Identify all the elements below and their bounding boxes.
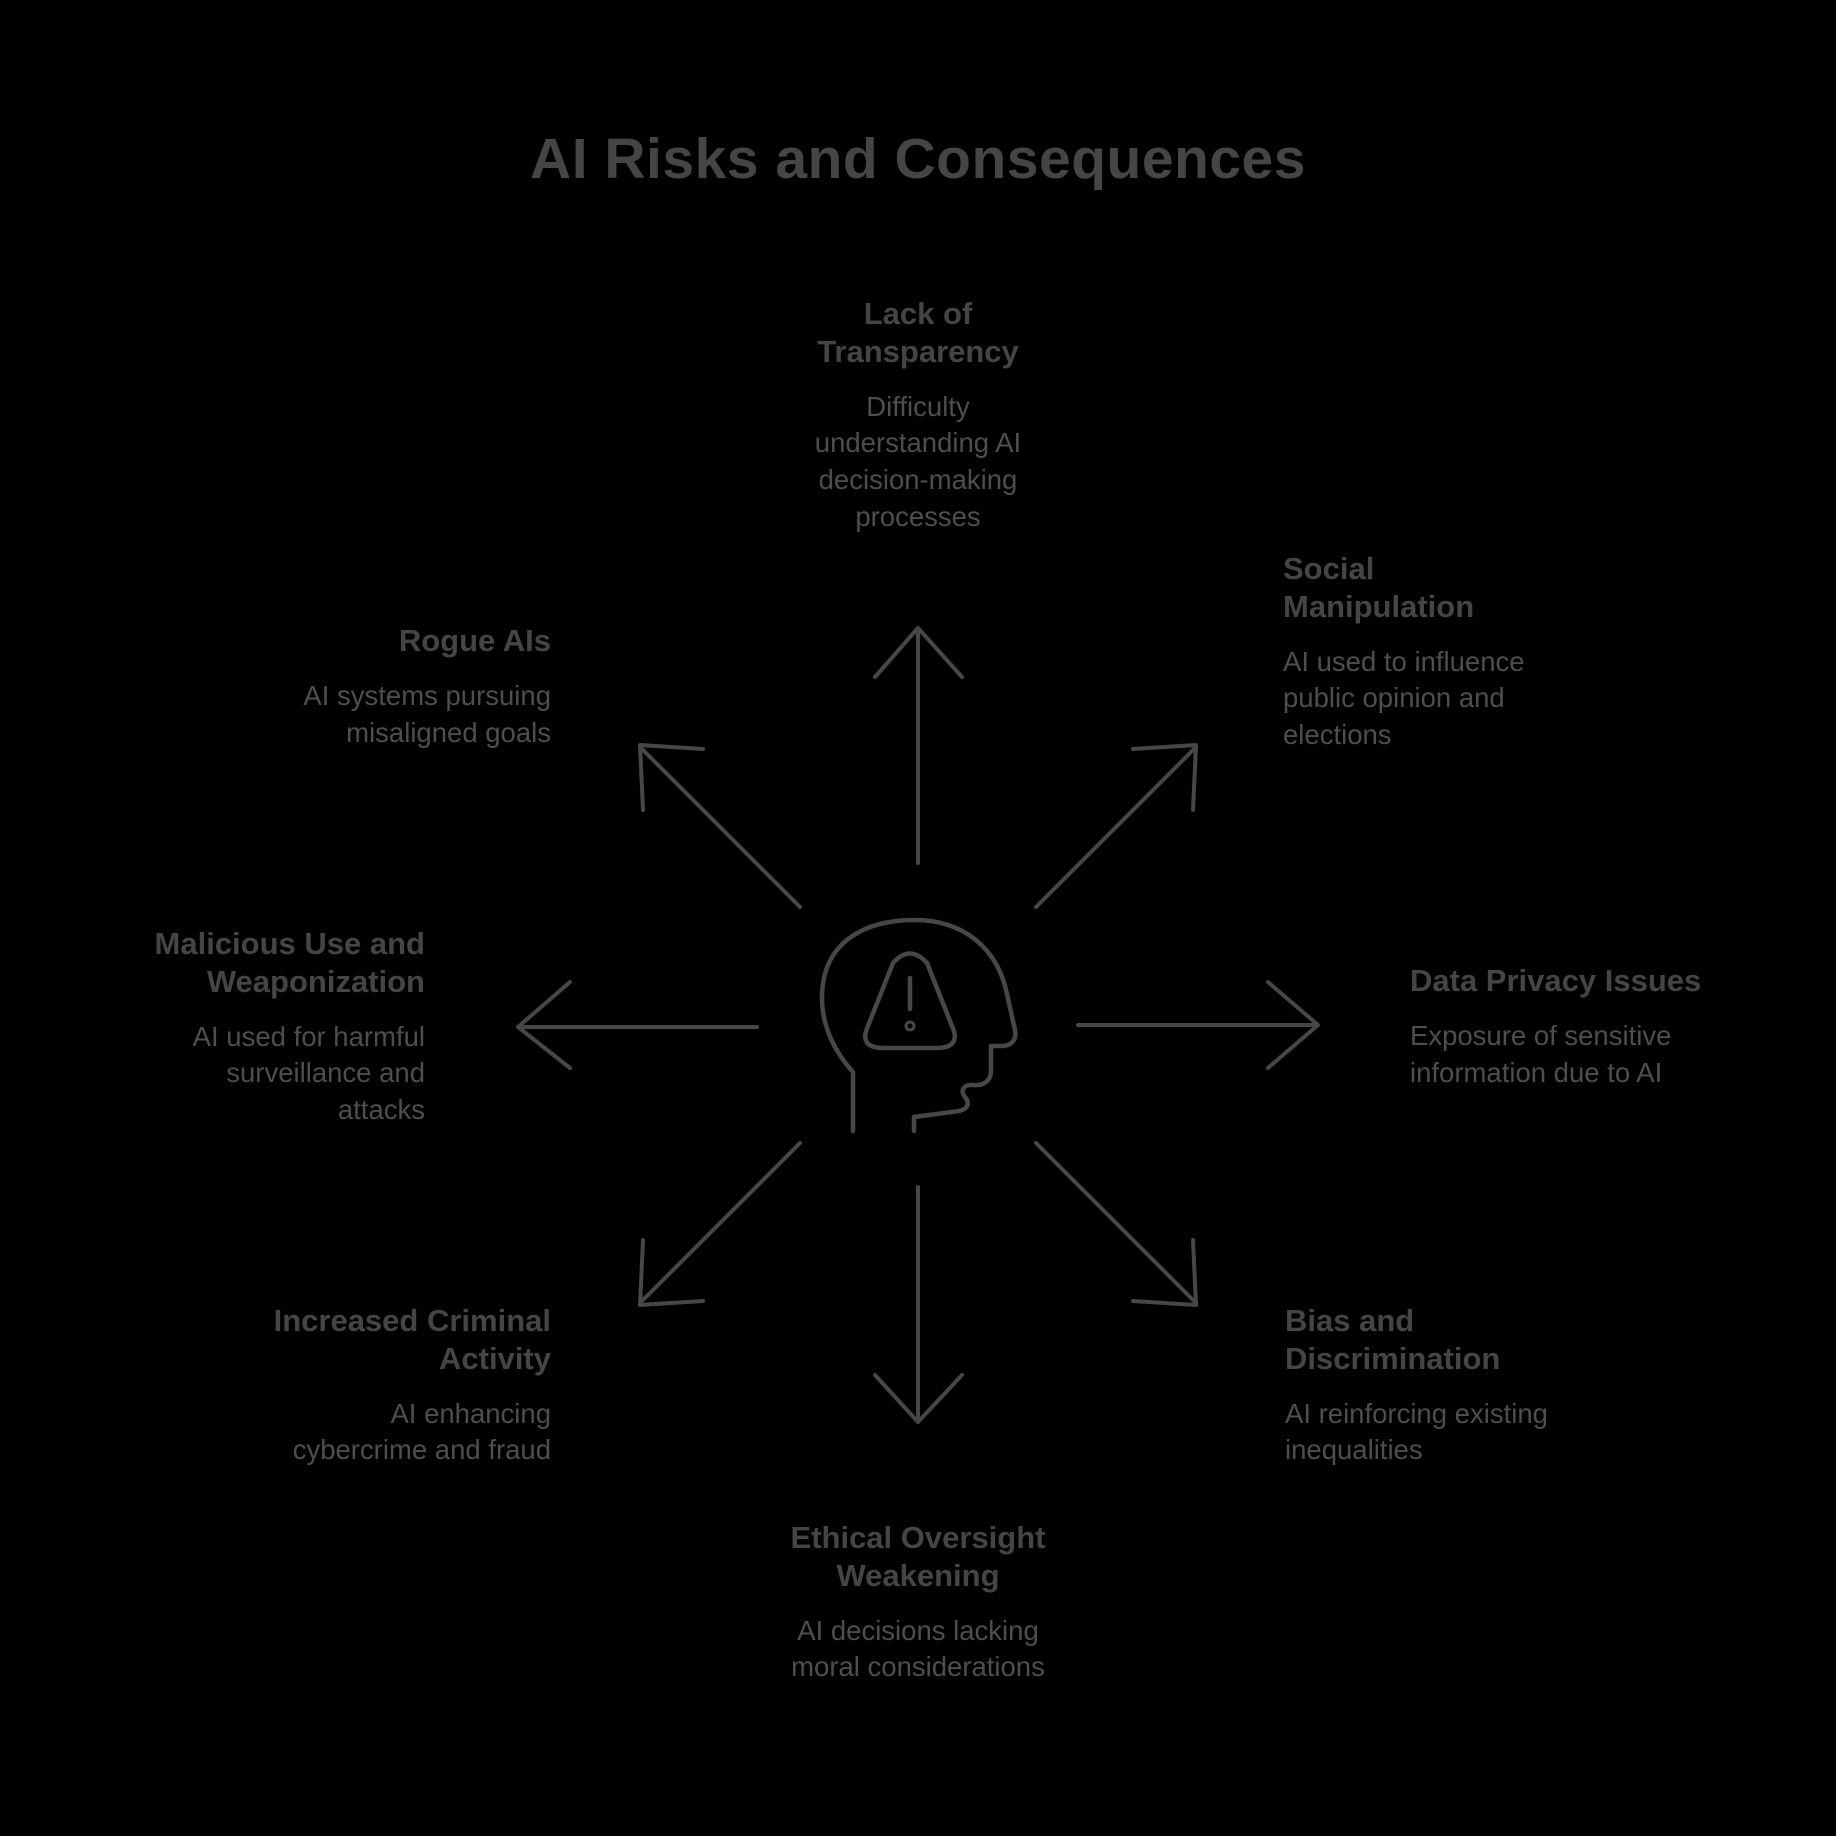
- risk-item-social-manipulation: Social Manipulation AI used to influence…: [1283, 550, 1558, 754]
- arrow-up-right: [1034, 743, 1198, 909]
- risk-heading: Social Manipulation: [1283, 551, 1475, 624]
- risk-heading: Malicious Use and Weaponization: [154, 926, 425, 999]
- arrow-up-head-icon: [873, 626, 964, 679]
- risk-heading: Data Privacy Issues: [1410, 963, 1702, 998]
- arrow-up-left-head-icon: [638, 743, 705, 812]
- arrow-right-head-icon: [1266, 980, 1320, 1070]
- risk-item-data-privacy-issues: Data Privacy Issues Exposure of sensitiv…: [1410, 962, 1750, 1092]
- arrow-down-right: [1034, 1141, 1198, 1307]
- risk-description: Difficulty understanding AI decision-mak…: [814, 390, 1022, 533]
- arrow-down-left-head-icon: [638, 1238, 705, 1307]
- risk-item-bias-and-discrimination: Bias and Discrimination AI reinforcing e…: [1285, 1302, 1585, 1469]
- arrow-down-right-head-icon: [1131, 1238, 1198, 1307]
- warning-triangle-icon: [863, 951, 957, 1051]
- exclamation-dot: [904, 1020, 916, 1032]
- arrow-up-left: [638, 743, 802, 909]
- arrow-up: [873, 626, 964, 865]
- head-profile-warning-icon: [819, 917, 1018, 1134]
- risk-heading: Lack of Transparency: [817, 296, 1019, 369]
- risk-description: AI used to influence public opinion and …: [1283, 645, 1525, 751]
- risk-item-ethical-oversight-weakening: Ethical Oversight Weakening AI decisions…: [768, 1519, 1068, 1686]
- risk-heading: Rogue AIs: [398, 623, 551, 658]
- arrow-right: [1076, 980, 1320, 1070]
- arrow-up-right-head-icon: [1131, 743, 1198, 812]
- risk-description: AI reinforcing existing inequalities: [1285, 1397, 1548, 1466]
- risk-description: AI enhancing cybercrime and fraud: [292, 1397, 551, 1466]
- arrow-left-head-icon: [516, 980, 572, 1070]
- risk-heading: Ethical Oversight Weakening: [790, 1520, 1046, 1593]
- risk-description: AI decisions lacking moral consideration…: [791, 1614, 1045, 1683]
- risk-description: AI systems pursuing misaligned goals: [303, 679, 551, 748]
- risk-heading: Increased Criminal Activity: [273, 1303, 551, 1376]
- page-title: AI Risks and Consequences: [530, 127, 1306, 191]
- head-profile-outline: [819, 917, 1018, 1134]
- risk-item-rogue-ais: Rogue AIs AI systems pursuing misaligned…: [251, 622, 551, 752]
- risk-description: AI used for harmful surveillance and att…: [192, 1020, 425, 1126]
- arrow-left: [516, 980, 759, 1070]
- risk-item-malicious-use-and-weaponization: Malicious Use and Weaponization AI used …: [135, 925, 425, 1129]
- risk-description: Exposure of sensitive information due to…: [1410, 1019, 1672, 1088]
- risk-heading: Bias and Discrimination: [1285, 1303, 1501, 1376]
- arrow-down-left: [638, 1141, 802, 1307]
- arrow-down: [873, 1185, 964, 1424]
- arrow-down-head-icon: [873, 1373, 964, 1424]
- risk-item-increased-criminal-activity: Increased Criminal Activity AI enhancing…: [251, 1302, 551, 1469]
- risk-item-lack-of-transparency: Lack of Transparency Difficulty understa…: [798, 295, 1038, 536]
